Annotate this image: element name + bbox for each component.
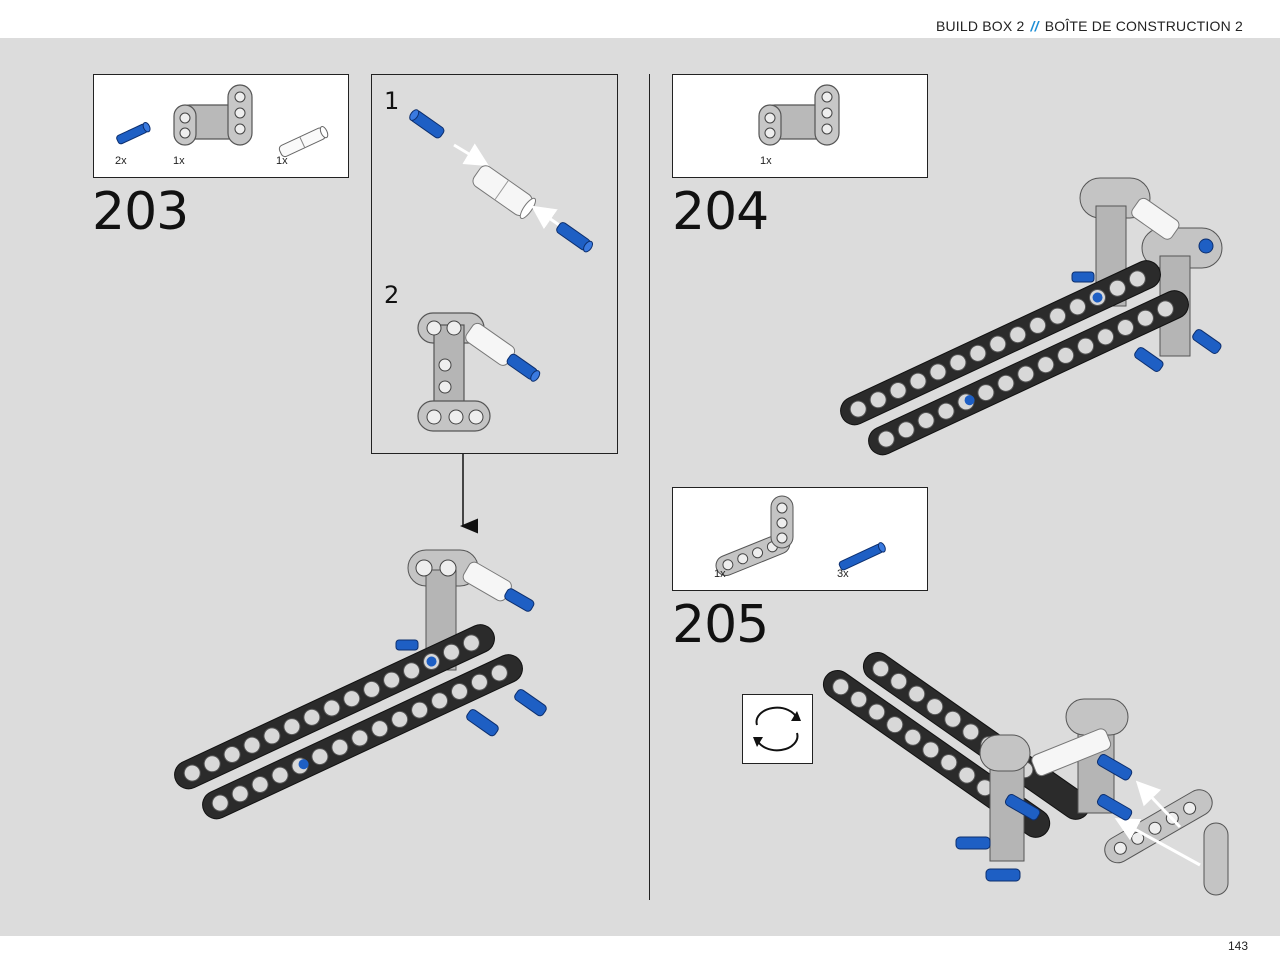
page-footer: 143	[0, 936, 1280, 974]
blue-axle-pin-icon	[116, 121, 151, 145]
step-204-parts-box: 1x	[672, 74, 928, 178]
subassembly-art	[409, 109, 594, 432]
white-axle-connector-icon	[472, 165, 537, 219]
step-number: 204	[672, 182, 769, 242]
step-203-parts-box: 2x 1x 1x	[93, 74, 349, 178]
h-frame-beam-icon	[758, 84, 840, 146]
rotate-icon	[753, 706, 801, 752]
step-205-parts-box: 1x 3x	[672, 487, 928, 591]
subassembly-box: 1 2	[371, 74, 618, 454]
header-title: BUILD BOX 2 // BOÎTE DE CONSTRUCTION 2	[936, 18, 1243, 34]
header-title-fr: BOÎTE DE CONSTRUCTION 2	[1044, 18, 1243, 34]
part-qty: 2x	[115, 155, 127, 167]
substep-number: 1	[384, 87, 400, 115]
column-divider	[649, 74, 650, 900]
l-beam-icon	[715, 495, 794, 577]
lego-model-assembly	[822, 651, 1229, 896]
substep-number: 2	[384, 281, 400, 309]
part-qty: 1x	[714, 568, 726, 580]
white-axle-connector-icon	[278, 126, 329, 158]
step-204-model	[840, 177, 1223, 456]
blue-axle-pin-icon	[409, 109, 445, 139]
header-title-en: BUILD BOX 2	[935, 18, 1025, 34]
part-qty: 1x	[760, 155, 772, 167]
part-qty: 1x	[173, 155, 185, 167]
page-number: 143	[1227, 939, 1248, 953]
step-205-parts-art	[715, 495, 886, 577]
blue-axle-pin-icon	[556, 222, 594, 253]
rotate-model-indicator	[742, 694, 813, 764]
attach-arrow	[460, 454, 478, 534]
part-qty: 3x	[837, 568, 849, 580]
h-frame-assembly-icon	[417, 312, 541, 432]
step-number: 203	[92, 182, 189, 242]
header-separator: //	[1030, 18, 1039, 34]
lego-model-assembly	[174, 549, 547, 820]
page-header: BUILD BOX 2 // BOÎTE DE CONSTRUCTION 2	[0, 0, 1280, 38]
step-203-model	[174, 549, 547, 820]
blue-axle-pin-icon	[838, 542, 886, 571]
step-205-model	[822, 651, 1229, 896]
step-203-parts-art	[116, 84, 329, 158]
lego-model-assembly	[840, 177, 1223, 456]
h-frame-beam-icon	[173, 84, 253, 146]
part-qty: 1x	[276, 155, 288, 167]
step-204-parts-art	[758, 84, 840, 146]
step-number: 205	[672, 595, 769, 655]
